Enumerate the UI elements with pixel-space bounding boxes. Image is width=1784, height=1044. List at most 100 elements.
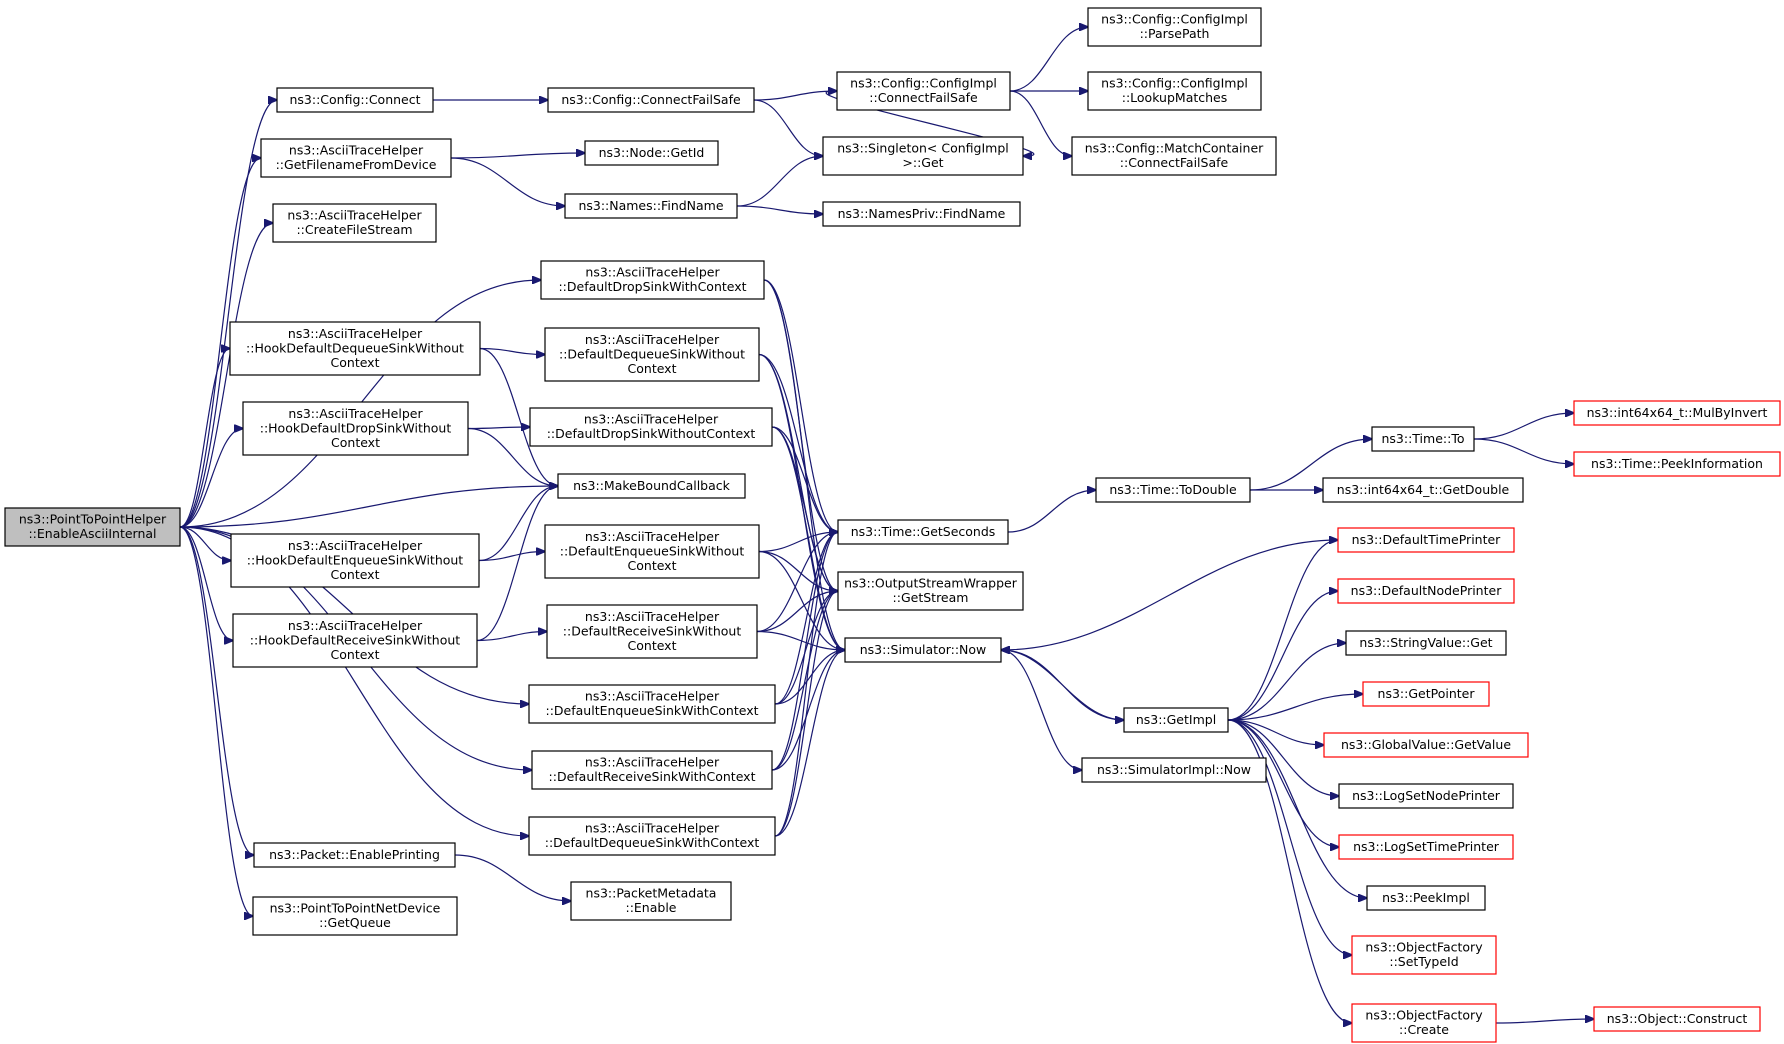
nodes-layer: ns3::PointToPointHelper::EnableAsciiInte… — [4, 7, 1781, 1043]
node-getImpl[interactable]: ns3::GetImpl — [1123, 707, 1229, 733]
edge-dropWo-to-timeGetSeconds — [771, 426, 838, 532]
node-deqWo[interactable]: ns3::AsciiTraceHelper::DefaultDequeueSin… — [544, 327, 760, 382]
node-hookDeqWo[interactable]: ns3::AsciiTraceHelper::HookDefaultDequeu… — [229, 321, 481, 376]
node-hookEnqWo[interactable]: ns3::AsciiTraceHelper::HookDefaultEnqueu… — [230, 533, 480, 588]
node-recvWith[interactable]: ns3::AsciiTraceHelper::DefaultReceiveSin… — [531, 750, 773, 790]
node-enqWith[interactable]: ns3::AsciiTraceHelper::DefaultEnqueueSin… — [528, 684, 776, 724]
edge-line — [774, 650, 845, 837]
node-cfgLookup[interactable]: ns3::Config::ConfigImpl::LookupMatches — [1087, 71, 1262, 111]
edge-line — [476, 632, 547, 642]
node-label: ns3::Config::MatchContainer — [1085, 141, 1264, 156]
node-label: ::DefaultEnqueueSinkWithout — [560, 543, 745, 558]
node-recvWo[interactable]: ns3::AsciiTraceHelper::DefaultReceiveSin… — [546, 604, 758, 659]
node-ofSetTypeId[interactable]: ns3::ObjectFactory::SetTypeId — [1351, 935, 1497, 975]
node-pktMetaEnable[interactable]: ns3::PacketMetadata::Enable — [570, 881, 732, 921]
node-cfgMatchCFS[interactable]: ns3::Config::MatchContainer::ConnectFail… — [1071, 136, 1277, 176]
edge-line — [736, 205, 823, 214]
edge-hookRecvWo-to-recvWo — [476, 632, 547, 642]
edge-enqWith-to-oswGetStream — [774, 591, 838, 705]
edge-line — [179, 526, 253, 916]
edge-enqWith-to-simNow — [774, 650, 845, 705]
node-hookRecvWo[interactable]: ns3::AsciiTraceHelper::HookDefaultReceiv… — [232, 613, 478, 668]
node-label: ns3::PointToPointHelper — [19, 512, 167, 527]
node-i64GetDouble[interactable]: ns3::int64x64_t::GetDouble — [1322, 477, 1524, 503]
node-timeTo[interactable]: ns3::Time::To — [1371, 426, 1475, 452]
edge-line — [758, 353, 838, 533]
node-label: ns3::AsciiTraceHelper — [585, 265, 720, 280]
node-logSetNodePrinter[interactable]: ns3::LogSetNodePrinter — [1338, 783, 1514, 809]
edge-line — [467, 427, 530, 429]
node-label: ns3::LogSetNodePrinter — [1352, 788, 1501, 803]
node-i64MulByInvert[interactable]: ns3::int64x64_t::MulByInvert — [1573, 400, 1781, 426]
node-makeBound[interactable]: ns3::MakeBoundCallback — [557, 473, 746, 499]
node-box — [272, 203, 437, 243]
edge-line — [758, 532, 838, 553]
node-cfgParsePath[interactable]: ns3::Config::ConfigImpl::ParsePath — [1087, 7, 1262, 47]
edge-deqWith-to-oswGetStream — [774, 591, 838, 837]
node-box — [1366, 885, 1486, 911]
node-createFile[interactable]: ns3::AsciiTraceHelper::CreateFileStream — [272, 203, 437, 243]
node-oswGetStream[interactable]: ns3::OutputStreamWrapper::GetStream — [837, 571, 1024, 611]
node-logSetTimePrinter[interactable]: ns3::LogSetTimePrinter — [1338, 834, 1514, 860]
node-defNodePrinter[interactable]: ns3::DefaultNodePrinter — [1337, 578, 1515, 604]
node-getFilename[interactable]: ns3::AsciiTraceHelper::GetFilenameFromDe… — [260, 138, 452, 178]
node-dropWo[interactable]: ns3::AsciiTraceHelper::DefaultDropSinkWi… — [529, 407, 773, 447]
edge-line — [179, 100, 277, 528]
edge-line — [479, 347, 545, 355]
node-box — [1337, 578, 1515, 604]
node-cfgImplConnectFS[interactable]: ns3::Config::ConfigImpl::ConnectFailSafe — [836, 71, 1011, 111]
node-box — [260, 138, 452, 178]
node-dropWith[interactable]: ns3::AsciiTraceHelper::DefaultDropSinkWi… — [540, 260, 765, 300]
edge-enqWo-to-oswGetStream — [758, 550, 838, 592]
edge-namesFind-to-namesPrivFind — [736, 205, 823, 214]
edge-ofCreate-to-objConstruct — [1495, 1019, 1594, 1024]
node-deqWith[interactable]: ns3::AsciiTraceHelper::DefaultDequeueSin… — [528, 816, 776, 856]
node-label: ns3::AsciiTraceHelper — [288, 326, 423, 341]
node-globalGetValue[interactable]: ns3::GlobalValue::GetValue — [1323, 732, 1529, 758]
edge-line — [774, 591, 838, 837]
node-cfgConnectFailSafe[interactable]: ns3::Config::ConnectFailSafe — [547, 87, 755, 113]
node-cfgConnect[interactable]: ns3::Config::Connect — [276, 87, 434, 113]
node-timeGetSeconds[interactable]: ns3::Time::GetSeconds — [837, 519, 1009, 545]
edge-deqWith-to-timeGetSeconds — [774, 532, 838, 837]
node-label: ::HookDefaultDropSinkWithout — [260, 420, 452, 435]
edge-enqWo-to-timeGetSeconds — [758, 532, 838, 553]
edge-line — [771, 591, 838, 771]
node-label: ns3::StringValue::Get — [1359, 635, 1492, 650]
node-simNow[interactable]: ns3::Simulator::Now — [844, 637, 1002, 663]
edge-dropWo-to-simNow — [771, 426, 845, 650]
node-stringValueGet[interactable]: ns3::StringValue::Get — [1345, 630, 1507, 656]
node-box — [822, 136, 1024, 176]
node-label: ns3::ObjectFactory — [1365, 940, 1483, 955]
edge-getImpl-to-peekImpl — [1227, 719, 1367, 898]
node-peekImpl[interactable]: ns3::PeekImpl — [1366, 885, 1486, 911]
node-label: ns3::Time::GetSeconds — [851, 524, 996, 539]
edge-line — [467, 427, 558, 487]
node-namesPrivFind[interactable]: ns3::NamesPriv::FindName — [822, 201, 1021, 227]
node-defTimePrinter[interactable]: ns3::DefaultTimePrinter — [1337, 527, 1515, 553]
edge-line — [1001, 650, 1125, 721]
node-singletonGet[interactable]: ns3::Singleton< ConfigImpl>::Get — [822, 136, 1024, 176]
node-timeToDouble[interactable]: ns3::Time::ToDouble — [1095, 477, 1251, 503]
edge-pktEnablePrinting-to-pktMetaEnable — [454, 854, 571, 901]
node-objConstruct[interactable]: ns3::Object::Construct — [1593, 1006, 1761, 1032]
node-nodeGetId[interactable]: ns3::Node::GetId — [584, 140, 719, 166]
node-box — [276, 87, 434, 113]
node-ofCreate[interactable]: ns3::ObjectFactory::Create — [1351, 1003, 1497, 1043]
edge-line — [774, 532, 838, 837]
node-namesFind[interactable]: ns3::Names::FindName — [564, 193, 738, 219]
node-simImplNow[interactable]: ns3::SimulatorImpl::Now — [1081, 757, 1267, 783]
node-box — [564, 193, 738, 219]
node-getQueue[interactable]: ns3::PointToPointNetDevice::GetQueue — [252, 896, 458, 936]
node-getPointer[interactable]: ns3::GetPointer — [1362, 681, 1490, 707]
node-timePeekInfo[interactable]: ns3::Time::PeekInformation — [1573, 451, 1781, 477]
edge-cfgImplConnectFS-to-cfgMatchCFS — [1009, 90, 1072, 156]
edge-line — [825, 90, 1035, 156]
node-enqWo[interactable]: ns3::AsciiTraceHelper::DefaultEnqueueSin… — [544, 524, 760, 579]
node-pktEnablePrinting[interactable]: ns3::Packet::EnablePrinting — [253, 842, 456, 868]
node-hookDropWo[interactable]: ns3::AsciiTraceHelper::HookDefaultDropSi… — [242, 401, 469, 456]
node-label: ::HookDefaultReceiveSinkWithout — [250, 632, 460, 647]
node-root[interactable]: ns3::PointToPointHelper::EnableAsciiInte… — [4, 507, 181, 547]
edge-getImpl-to-getPointer — [1227, 694, 1363, 721]
edge-recvWo-to-oswGetStream — [756, 591, 838, 633]
